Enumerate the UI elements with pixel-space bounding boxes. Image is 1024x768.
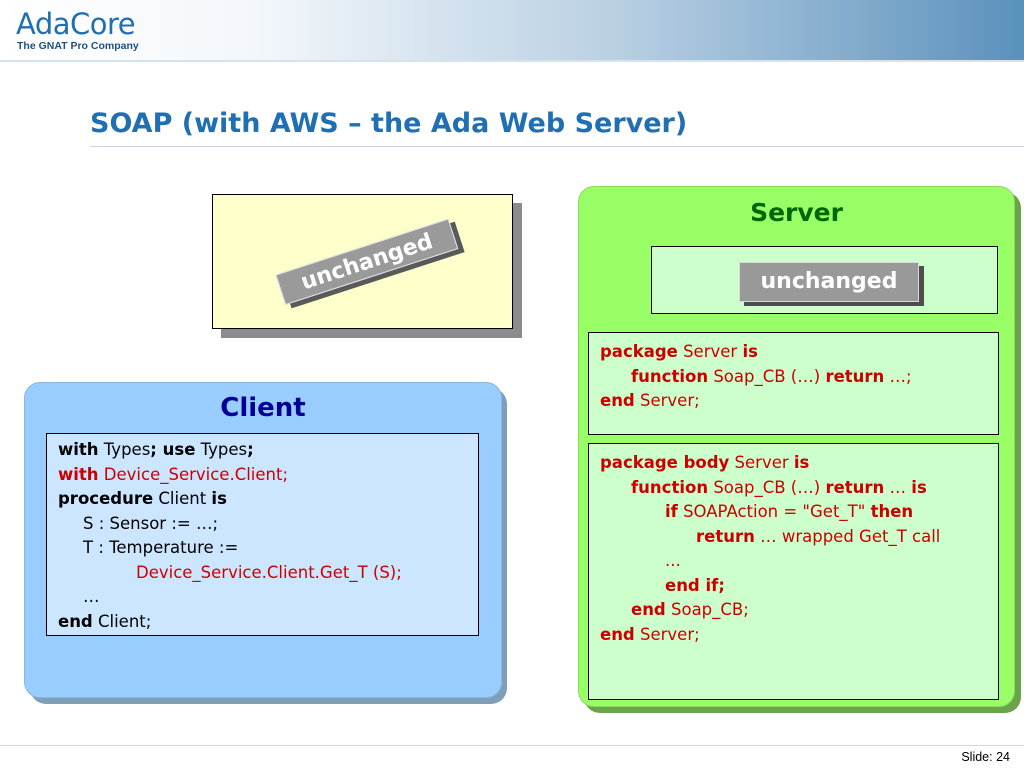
code-line: function Soap_CB (…) return … is [600,476,998,501]
code-text: Client; [92,611,152,631]
server-spec-code: package Server is function Soap_CB (…) r… [588,332,999,435]
code-line: end Server; [600,623,998,648]
code-text: Types [98,440,151,459]
keyword: end [600,624,635,644]
header-banner [0,0,1024,60]
code-line: end Soap_CB; [600,598,998,623]
keyword: is [742,342,758,361]
footer-divider [0,745,1024,746]
code-text: Server; [634,391,700,410]
code-text: SOAPAction = "Get_T" [677,502,871,521]
code-text: Soap_CB (…) [708,477,826,497]
keyword: ; use [150,440,196,459]
code-line: S : Sensor := …; [83,513,219,533]
code-line: end Server; [600,389,998,414]
keyword: is [211,489,227,508]
code-line: end if; [665,575,725,595]
code-line: procedure Client is [58,487,478,512]
code-line: return … wrapped Get_T call [600,525,998,550]
client-code: with Types; use Types; with Device_Servi… [46,433,479,636]
keyword: function [631,477,709,497]
keyword: return [696,526,755,546]
slide-title: SOAP (with AWS – the Ada Web Server) [90,108,688,139]
code-line: package Server is [600,340,998,365]
code-text: … [884,477,912,497]
code-line: … [83,587,100,606]
code-text: Server [729,453,794,472]
code-text: Soap_CB; [665,600,749,619]
keyword: end [58,611,93,631]
keyword: procedure [58,489,154,508]
keyword: with [58,464,99,484]
keyword: function [631,366,709,386]
keyword: is [911,477,927,497]
keyword: with [58,440,99,459]
code-text: …; [884,366,912,386]
code-text: Soap_CB (…) [708,366,826,386]
code-line: T : Temperature := [83,538,239,557]
code-line: with Device_Service.Client; [58,463,478,488]
header-divider [0,60,1024,62]
code-line: with Types; use Types; [58,438,478,463]
code-text: … wrapped Get_T call [754,526,941,546]
adacore-logo: AdaCore [16,7,136,41]
code-line: end Client; [58,610,478,635]
code-line: ... [665,551,681,570]
logo-text-ada: Ada [16,7,71,41]
keyword: is [793,453,810,472]
keyword: package [600,342,678,361]
keyword: end [631,600,666,619]
keyword: if [665,502,678,521]
slide-number: Slide: 24 [961,750,1010,764]
keyword: return [825,477,885,497]
title-underline [90,146,1024,147]
keyword: then [870,502,914,521]
code-line: package body Server is [600,451,998,476]
logo-tagline: The GNAT Pro Company [17,40,139,52]
code-text: Device_Service.Client; [98,464,289,484]
keyword: return [825,366,885,386]
keyword: package body [600,453,730,472]
code-text: Server [677,342,743,361]
client-title: Client [220,393,306,423]
code-text: Types [195,440,248,459]
server-body-code: package body Server is function Soap_CB … [588,443,999,700]
code-line: Device_Service.Client.Get_T (S); [136,562,402,582]
keyword: ; [247,440,254,459]
code-text: Server; [634,624,700,644]
server-unchanged-label: unchanged [739,262,919,302]
code-line: if SOAPAction = "Get_T" then [600,500,998,525]
keyword: end [600,391,635,410]
code-text: Client [153,489,212,508]
logo-text-core: Core [70,7,136,41]
code-line: function Soap_CB (…) return …; [600,365,998,390]
server-title: Server [750,198,843,227]
